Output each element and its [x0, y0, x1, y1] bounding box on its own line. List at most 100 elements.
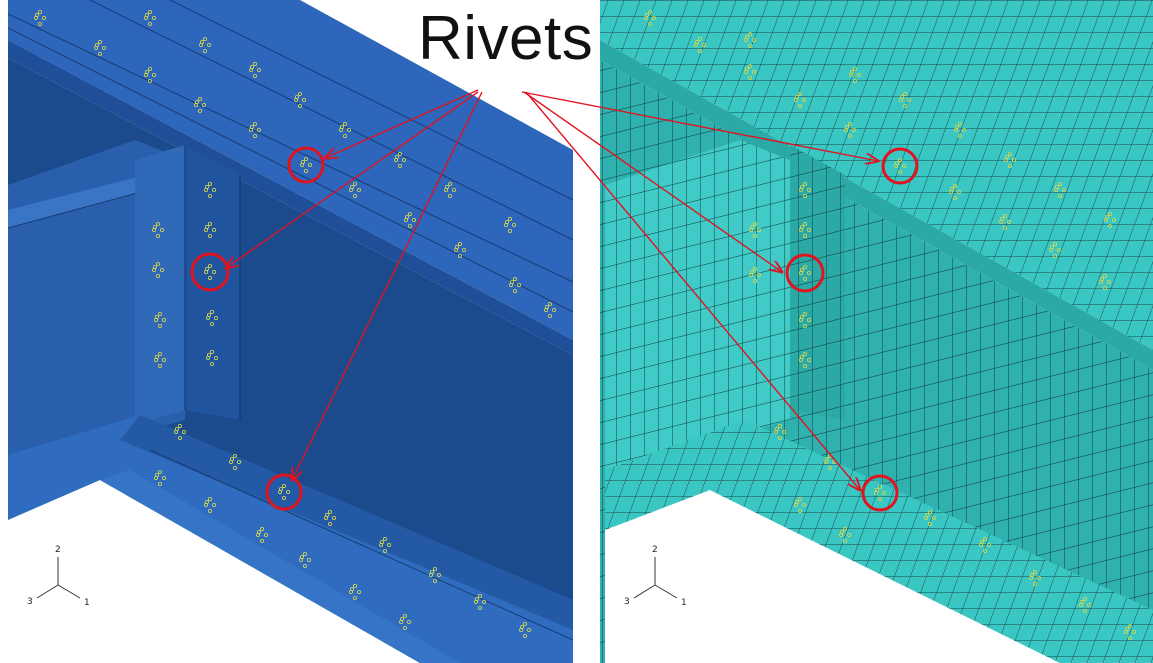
rivet-marker — [523, 622, 528, 627]
rivet-group — [203, 263, 216, 280]
rivet-marker — [848, 122, 853, 127]
rivet-marker — [807, 317, 812, 322]
rivet-marker — [1058, 181, 1063, 186]
rivet-marker — [432, 579, 437, 584]
rivet-marker — [447, 193, 452, 198]
rivet-marker — [507, 216, 512, 221]
rivet-group — [799, 221, 812, 238]
rivet-marker — [147, 67, 152, 72]
rivet-marker — [520, 625, 525, 630]
rivet-marker — [154, 472, 159, 477]
rivet-marker — [1100, 276, 1105, 281]
rivet-marker — [1005, 154, 1010, 159]
rivet-group — [744, 32, 757, 49]
annotation-arrow — [325, 89, 479, 158]
rivet-marker — [211, 269, 216, 274]
rivet-marker — [256, 127, 261, 132]
rivet-marker — [782, 429, 787, 434]
rivet-marker — [207, 233, 212, 238]
rivet-marker — [1107, 279, 1112, 284]
rivet-marker — [202, 49, 207, 54]
rivet-marker — [144, 12, 149, 17]
rivet-marker — [197, 109, 202, 114]
axis-triad-right: 2 3 1 — [624, 545, 687, 608]
rivet-marker — [297, 104, 302, 109]
rivet-marker — [154, 354, 159, 359]
rivet-marker — [229, 456, 234, 461]
rivet-marker — [327, 509, 332, 514]
rivet-group — [443, 181, 456, 198]
rivet-marker — [1012, 157, 1017, 162]
rivet-marker — [236, 459, 241, 464]
rivet-marker — [285, 489, 290, 494]
rivet-marker — [1003, 225, 1008, 230]
rivet-marker — [840, 530, 845, 535]
rivet-group — [248, 62, 261, 79]
rivet-marker — [303, 156, 308, 161]
rivet-marker — [903, 104, 908, 109]
rivet-group — [799, 181, 812, 198]
rivet-group — [1049, 241, 1062, 258]
rivet-marker — [154, 314, 159, 319]
stiffener-plate — [135, 145, 185, 425]
rivet-marker — [753, 266, 758, 271]
rivet-group — [453, 241, 466, 258]
rivet-marker — [517, 282, 522, 287]
rivet-marker — [349, 184, 354, 189]
rivet-marker — [1053, 253, 1058, 258]
rivet-marker — [800, 224, 805, 229]
rivet-marker — [548, 301, 553, 306]
rivet-marker — [402, 626, 407, 631]
rivet-marker — [155, 261, 160, 266]
rivet-marker — [454, 244, 459, 249]
rivet-marker — [803, 181, 808, 186]
rivet-marker — [477, 606, 482, 611]
rivet-marker — [753, 221, 758, 226]
rivet-group — [1004, 151, 1017, 168]
rivet-marker — [204, 499, 209, 504]
rivet-group — [34, 9, 47, 26]
rivet-marker — [513, 288, 518, 293]
rivet-marker — [249, 125, 254, 130]
rivet-group — [1054, 181, 1067, 198]
rivet-marker — [352, 181, 357, 186]
rivets-label: Rivets — [418, 4, 594, 73]
rivet-marker — [461, 247, 466, 252]
rivet-marker — [204, 266, 209, 271]
rivet-marker — [202, 37, 207, 42]
rivet-marker — [302, 552, 307, 557]
annotation-arrow — [226, 91, 479, 268]
rivet-marker — [798, 104, 803, 109]
rivet-group — [954, 122, 967, 138]
rivet-group — [205, 349, 218, 366]
rivet-group — [799, 311, 812, 328]
rivet-marker — [750, 269, 755, 274]
rivet-marker — [161, 357, 166, 362]
rivet-group — [403, 211, 416, 228]
rivet-marker — [352, 596, 357, 601]
rivet-marker — [204, 224, 209, 229]
rivet-marker — [352, 584, 357, 589]
rivet-marker — [207, 508, 212, 513]
rivet-marker — [857, 73, 862, 78]
rivet-marker — [397, 163, 402, 168]
rivet-marker — [958, 122, 963, 127]
rivet-marker — [878, 484, 883, 489]
rivet-marker — [798, 508, 803, 513]
rivet-marker — [209, 321, 214, 326]
rivet-highlight-circle — [861, 474, 899, 512]
rivet-group — [173, 423, 186, 440]
rivet-marker — [102, 46, 107, 51]
rivet-marker — [803, 233, 808, 238]
rivet-marker — [807, 187, 812, 192]
rivet-group — [198, 37, 211, 54]
rivet-group — [143, 67, 156, 84]
rivet-marker — [297, 92, 302, 97]
rivet-marker — [803, 311, 808, 316]
rivet-marker — [523, 634, 528, 639]
rivet-marker — [698, 37, 703, 42]
annotation-arrow — [292, 91, 483, 480]
rivet-group — [503, 216, 517, 233]
rivet-marker — [845, 125, 850, 130]
rivet-marker — [752, 70, 757, 75]
